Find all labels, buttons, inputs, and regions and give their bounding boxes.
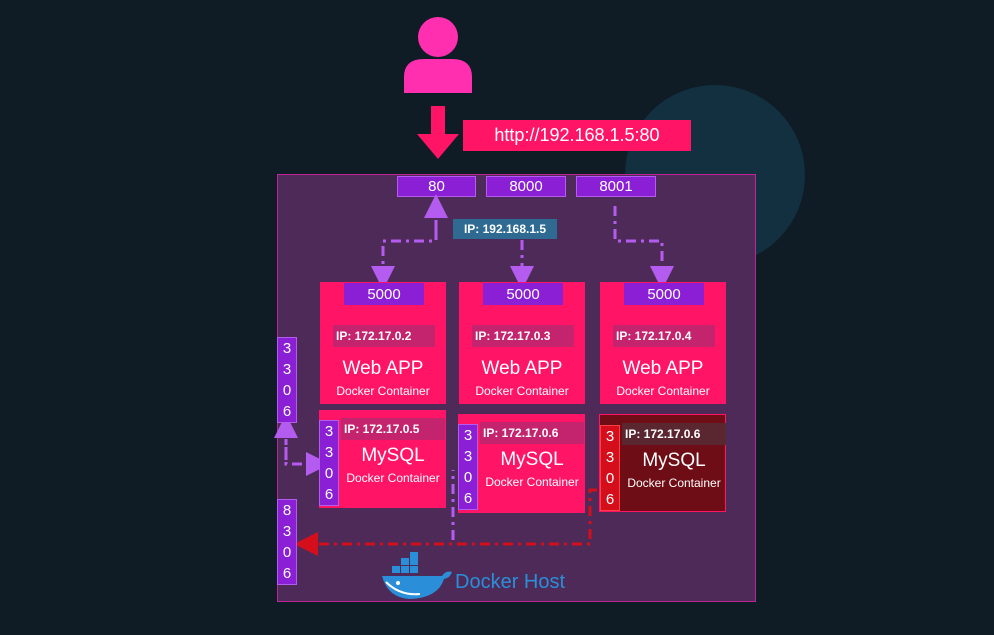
port-80-link <box>371 230 438 290</box>
port-digit: 3 <box>282 340 292 357</box>
container-title: Web APP <box>622 358 704 379</box>
container-subtitle: Docker Container <box>346 471 440 485</box>
container-subtitle: Docker Container <box>485 475 579 489</box>
port-digit: 0 <box>605 470 615 487</box>
container-subtitle: Docker Container <box>616 384 710 398</box>
mysql-container-conflict: IP: 172.17.0.6 3 3 0 6 MySQL Docker Cont… <box>599 414 726 512</box>
docker-whale-icon <box>382 552 452 599</box>
request-url: http://192.168.1.5:80 <box>463 120 691 151</box>
port-digit: 3 <box>605 428 615 445</box>
host-port-8000: 8000 <box>486 176 566 197</box>
port-digit: 6 <box>605 491 615 508</box>
web-app-container: 5000 IP: 172.17.0.3 Web APP Docker Conta… <box>459 282 585 404</box>
container-port: 3 3 0 6 <box>600 425 620 511</box>
container-subtitle: Docker Container <box>627 476 721 490</box>
port-digit: 0 <box>282 544 292 561</box>
port-digit: 6 <box>282 403 292 420</box>
port-digit: 6 <box>282 565 292 582</box>
user-icon <box>404 17 472 93</box>
host-port-8001: 8001 <box>576 176 656 197</box>
host-port-8306: 8 3 0 6 <box>277 499 297 585</box>
container-title: Web APP <box>481 358 563 379</box>
container-title: MySQL <box>642 450 706 471</box>
port-digit: 0 <box>324 465 334 482</box>
mysql-container: IP: 172.17.0.5 3 3 0 6 MySQL Docker Cont… <box>319 410 446 508</box>
container-ip: IP: 172.17.0.5 <box>341 418 445 440</box>
port-digit: 3 <box>282 361 292 378</box>
container-port: 3 3 0 6 <box>319 420 339 506</box>
port-digit: 3 <box>605 449 615 466</box>
web-app-container: 5000 IP: 172.17.0.4 Web APP Docker Conta… <box>600 282 726 404</box>
port-8001-link <box>613 206 674 290</box>
container-port: 5000 <box>483 283 563 305</box>
port-digit: 3 <box>463 448 473 465</box>
port-digit: 3 <box>324 423 334 440</box>
arrow-down-icon <box>417 106 459 159</box>
container-ip: IP: 172.17.0.6 <box>622 423 726 445</box>
container-port: 5000 <box>624 283 704 305</box>
container-subtitle: Docker Container <box>336 384 430 398</box>
port-digit: 3 <box>282 523 292 540</box>
port-digit: 0 <box>463 469 473 486</box>
port-digit: 0 <box>282 382 292 399</box>
db1-link <box>284 424 330 476</box>
container-title: MySQL <box>361 445 425 466</box>
docker-host-label: Docker Host <box>455 571 566 593</box>
container-subtitle: Docker Container <box>475 384 569 398</box>
container-ip: IP: 172.17.0.2 <box>333 325 435 347</box>
container-port: 5000 <box>344 283 424 305</box>
mysql-container: IP: 172.17.0.6 3 3 0 6 MySQL Docker Cont… <box>458 414 585 513</box>
port-digit: 3 <box>324 444 334 461</box>
port-digit: 6 <box>324 486 334 503</box>
host-port-3306: 3 3 0 6 <box>277 337 297 423</box>
port-digit: 3 <box>463 427 473 444</box>
container-ip: IP: 172.17.0.4 <box>613 325 715 347</box>
container-title: MySQL <box>500 449 564 470</box>
host-ip: IP: 192.168.1.5 <box>453 219 557 239</box>
port-digit: 8 <box>282 502 292 519</box>
port-digit: 6 <box>463 490 473 507</box>
container-ip: IP: 172.17.0.3 <box>472 325 574 347</box>
web-app-container: 5000 IP: 172.17.0.2 Web APP Docker Conta… <box>320 282 446 404</box>
container-title: Web APP <box>342 358 424 379</box>
container-ip: IP: 172.17.0.6 <box>480 422 584 444</box>
container-port: 3 3 0 6 <box>458 424 478 510</box>
db3-link <box>294 488 597 556</box>
